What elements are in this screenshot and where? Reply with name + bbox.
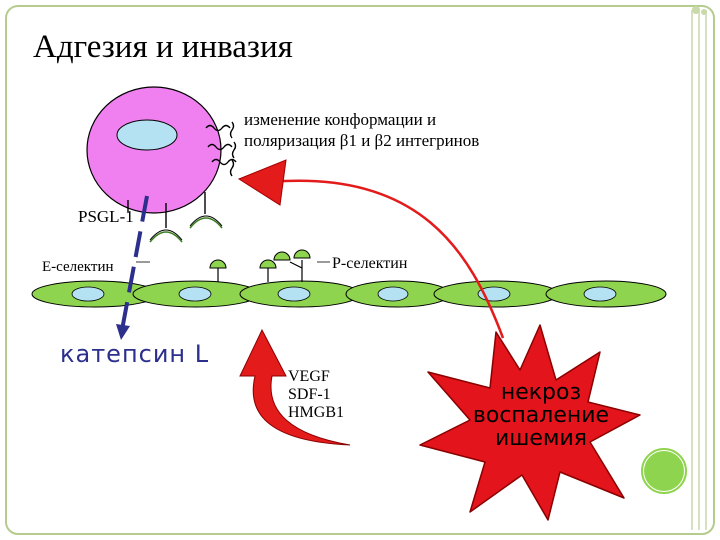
damage-necrosis: некроз bbox=[500, 380, 582, 405]
factor-list: VEGF SDF-1 HMGB1 bbox=[288, 368, 344, 422]
receptor-stalks bbox=[127, 192, 206, 228]
p-selectin-molecules bbox=[209, 249, 311, 282]
slide-title: Адгезия и инвазия bbox=[33, 29, 293, 65]
integrin-change-line-2: поляризация β1 и β2 интегринов bbox=[244, 131, 480, 150]
leukocyte bbox=[86, 86, 222, 214]
integrin-change-label: изменение конформации и поляризация β1 и… bbox=[244, 109, 479, 151]
damage-text: некроз воспаление ишемия bbox=[461, 381, 621, 450]
factor-hmgb1: HMGB1 bbox=[288, 404, 345, 421]
cathepsin-l-label: катепсин L bbox=[60, 340, 210, 368]
e-selectin-label: Е-селектин bbox=[42, 259, 114, 275]
signal-arrow-to-cell bbox=[237, 159, 505, 339]
damage-ischemia: ишемия bbox=[494, 426, 588, 451]
psgl-1-label: PSGL-1 bbox=[78, 207, 134, 226]
factor-sdf-1: SDF-1 bbox=[288, 386, 331, 403]
slide-frame bbox=[5, 5, 715, 535]
corner-dot bbox=[641, 448, 687, 494]
cathepsin-dashed-arrow bbox=[116, 195, 149, 340]
endothelial-nuclei bbox=[71, 286, 617, 302]
p-selectin-label: Р-селектин bbox=[332, 255, 408, 272]
integrin-change-line-1: изменение конформации и bbox=[244, 110, 437, 129]
integrin-squiggles bbox=[205, 121, 237, 177]
damage-star bbox=[419, 324, 641, 521]
chemokine-arrow bbox=[239, 328, 351, 446]
factor-vegf: VEGF bbox=[288, 368, 330, 385]
receptor-caps bbox=[149, 215, 223, 243]
damage-inflammation: воспаление bbox=[472, 403, 610, 428]
